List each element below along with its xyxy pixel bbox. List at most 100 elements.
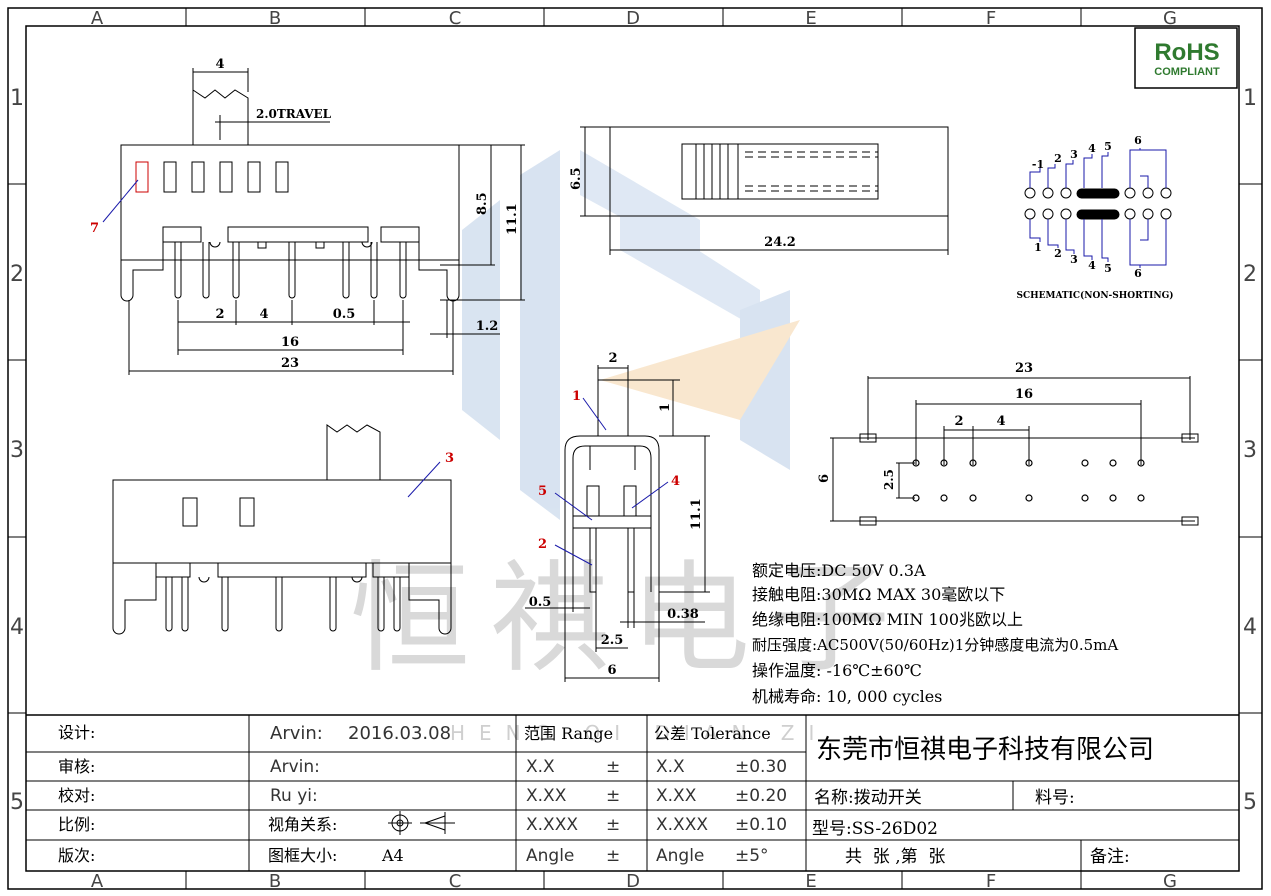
grid-ticks [8, 8, 1262, 889]
footprint-hole [940, 459, 948, 467]
callout-2: 2 [538, 537, 547, 552]
rohs-badge: RoHS COMPLIANT [1134, 27, 1238, 89]
dim-h111: 11.1 [505, 203, 520, 235]
frame-label: 图框大小: [268, 846, 337, 865]
range-pm: ± [606, 757, 620, 777]
schematic-top-label: 6 [1134, 134, 1142, 147]
design-date: 2016.03.08 [348, 723, 451, 744]
rohs-subtitle: COMPLIANT [1154, 66, 1220, 78]
grid-col-label: G [1163, 871, 1177, 892]
grid-row-label: 1 [1243, 86, 1257, 111]
range-header: 范围 Range [524, 724, 613, 743]
spec-line: 额定电压:DC 50V 0.3A [752, 561, 926, 580]
range-pm: ± [606, 815, 620, 835]
spec-line: 绝缘电阻:100MΩ MIN 100兆欧以上 [752, 610, 1023, 629]
grid-col-label: E [805, 871, 816, 892]
footprint-hole [969, 494, 977, 502]
spec-line: 接触电阻:30MΩ MAX 30毫欧以下 [752, 585, 1005, 604]
schematic-leader [1140, 175, 1149, 188]
dim-span16: 16 [281, 335, 299, 350]
dim-pin05: 0.5 [333, 307, 356, 322]
callout-4: 4 [671, 474, 680, 489]
tolerance-value: ±0.10 [735, 815, 787, 835]
grid-row-label: 3 [10, 438, 24, 463]
checker-name: Ru yi: [270, 786, 318, 806]
schematic-pin [1124, 208, 1136, 220]
dim-fp25: 2.5 [882, 469, 896, 490]
dim-d12: 1.2 [476, 319, 499, 334]
schematic-caption: SCHEMATIC(NON-SHORTING) [1016, 290, 1173, 301]
callout-5: 5 [538, 484, 547, 499]
schematic-top-label: 5 [1104, 140, 1112, 153]
model-label: 型号:SS-26D02 [812, 819, 938, 839]
schematic-leader [1129, 148, 1141, 188]
footprint-hole [940, 494, 948, 502]
grid-col-label: D [626, 8, 640, 29]
schematic-leader [1101, 152, 1109, 188]
grid-col-label: C [449, 871, 462, 892]
side-view [525, 365, 710, 682]
schematic-pin [1060, 187, 1072, 199]
schematic-leader [1065, 160, 1074, 188]
grid-row-label: 5 [1243, 790, 1257, 815]
front-view [102, 68, 525, 375]
watermark-logo [462, 150, 800, 520]
footprint-holes [912, 459, 1145, 502]
dim-h85: 8.5 [475, 192, 490, 215]
schematic-leader [1129, 219, 1141, 268]
part-label: 料号: [1035, 788, 1075, 808]
schematic-bottom-label: 2 [1054, 247, 1062, 260]
grid-row-label: 4 [1243, 615, 1257, 640]
designer-name: Arvin: [270, 723, 323, 744]
grid-row-label: 1 [10, 86, 24, 111]
dim-side038: 0.38 [667, 607, 699, 622]
dim-side05: 0.5 [529, 595, 552, 610]
footprint-hole [1137, 494, 1145, 502]
dim-fp23: 23 [1015, 361, 1033, 376]
schematic-leader [1065, 219, 1075, 254]
schematic-pin [1024, 187, 1036, 199]
rohs-title: RoHS [1154, 39, 1219, 66]
footprint-hole [1025, 459, 1033, 467]
tolerance-name: X.XX [656, 786, 697, 806]
schematic-bottom-label: 5 [1104, 262, 1112, 275]
range-pm: ± [606, 846, 620, 866]
watermark-text: 恒祺电子 [350, 550, 910, 689]
tolerance-name: Angle [656, 846, 704, 866]
label-scale: 比例: [58, 815, 95, 834]
sheets-label: 共 张 ,第 张 [845, 847, 945, 867]
footprint-hole [1025, 494, 1033, 502]
schematic-leader [1029, 219, 1041, 242]
dim-fp6: 6 [817, 474, 832, 483]
footprint-hole [1109, 494, 1117, 502]
tolerance-value: ±0.20 [735, 786, 787, 806]
range-pm: ± [606, 786, 620, 806]
range-name: Angle [526, 846, 574, 866]
schematic-leader [1140, 219, 1167, 266]
tolerance-value: ±0.30 [735, 757, 787, 777]
tolerance-name: X.X [656, 757, 685, 777]
schematic-bottom-label: 6 [1134, 267, 1142, 280]
footprint-hole [912, 494, 920, 502]
range-name: X.XX [526, 786, 567, 806]
schematic-top-label: 2 [1054, 152, 1062, 165]
schematic-leader [1083, 219, 1093, 260]
dim-fp2: 2 [954, 414, 963, 429]
dim-side2: 2 [608, 351, 617, 366]
spec-line: 耐压强度:AC500V(50/60Hz)1分钟感度电流为0.5mA [752, 636, 1118, 654]
footprint-hole [1137, 459, 1145, 467]
grid-col-label: A [91, 871, 104, 892]
grid-col-label: E [805, 8, 816, 29]
range-name: X.XXX [526, 815, 578, 835]
schematic-pin [1142, 208, 1154, 220]
label-version: 版次: [58, 846, 95, 865]
schematic-pin [1160, 208, 1172, 220]
callout-1: 1 [572, 389, 581, 404]
range-name: X.X [526, 757, 555, 777]
sheet-border [7, 7, 1263, 890]
schematic-pin [1024, 208, 1036, 220]
dim-pitch4: 4 [259, 307, 268, 322]
name-label: 名称:拨动开关 [814, 788, 922, 808]
